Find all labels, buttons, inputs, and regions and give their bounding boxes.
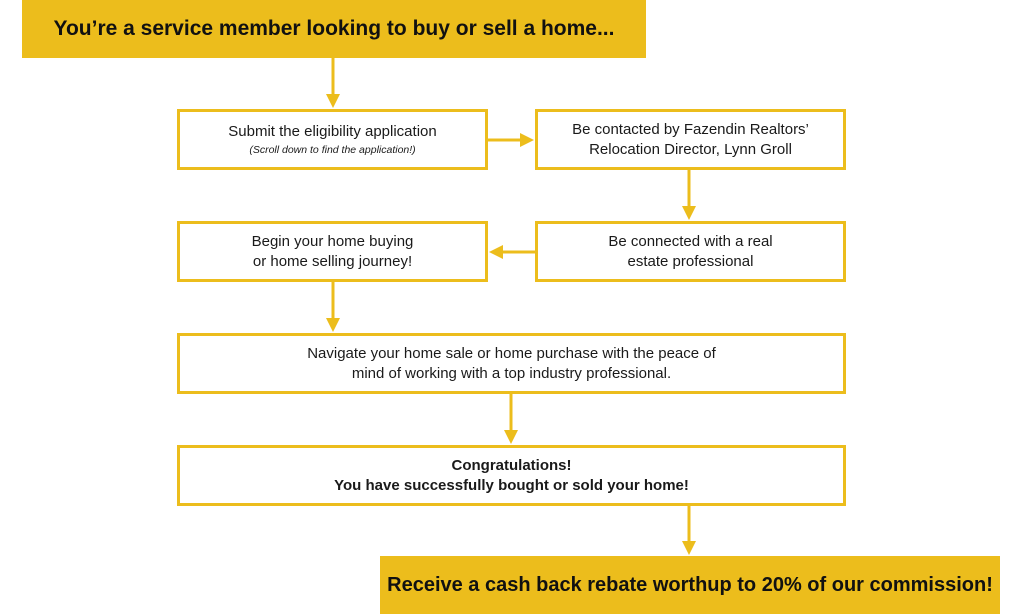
step-congratulations: Congratulations! You have successfully b… [177, 445, 846, 506]
arrow-navigate-to-congrats [504, 394, 518, 444]
step-navigate: Navigate your home sale or home purchase… [177, 333, 846, 394]
rebate-banner: Receive a cash back rebate worth up to 2… [380, 556, 1000, 614]
step-navigate-line1: Navigate your home sale or home purchase… [307, 344, 716, 362]
step-contacted-line2: Relocation Director, Lynn Groll [589, 140, 792, 158]
rebate-line1: Receive a cash back rebate worth [387, 573, 708, 596]
step-submit-label: Submit the eligibility application [228, 122, 437, 140]
arrow-connected-to-begin [489, 245, 535, 259]
step-submit-application: Submit the eligibility application (Scro… [177, 109, 488, 170]
step-be-contacted: Be contacted by Fazendin Realtors’ Reloc… [535, 109, 846, 170]
rebate-line2: up to 20% of our commission! [707, 573, 993, 596]
step-be-connected: Be connected with a real estate professi… [535, 221, 846, 282]
arrow-begin-to-navigate [326, 282, 340, 332]
step-submit-note: (Scroll down to find the application!) [249, 143, 416, 156]
step-contacted-line1: Be contacted by Fazendin Realtors’ [572, 120, 809, 138]
intro-banner: You’re a service member looking to buy o… [22, 0, 646, 58]
step-connected-line1: Be connected with a real [608, 232, 773, 250]
step-begin-journey: Begin your home buying or home selling j… [177, 221, 488, 282]
step-navigate-line2: mind of working with a top industry prof… [351, 364, 672, 382]
arrow-submit-to-contacted [488, 133, 534, 147]
step-begin-line1: Begin your home buying [251, 232, 414, 250]
step-connected-line2: estate professional [627, 252, 754, 270]
arrow-intro-to-submit [326, 58, 340, 108]
step-begin-line2: or home selling journey! [252, 252, 413, 270]
step-congrats-line2: You have successfully bought or sold you… [334, 476, 689, 494]
arrow-contacted-to-connected [682, 170, 696, 220]
step-congrats-line1: Congratulations! [451, 456, 572, 474]
arrow-congrats-to-rebate [682, 506, 696, 555]
